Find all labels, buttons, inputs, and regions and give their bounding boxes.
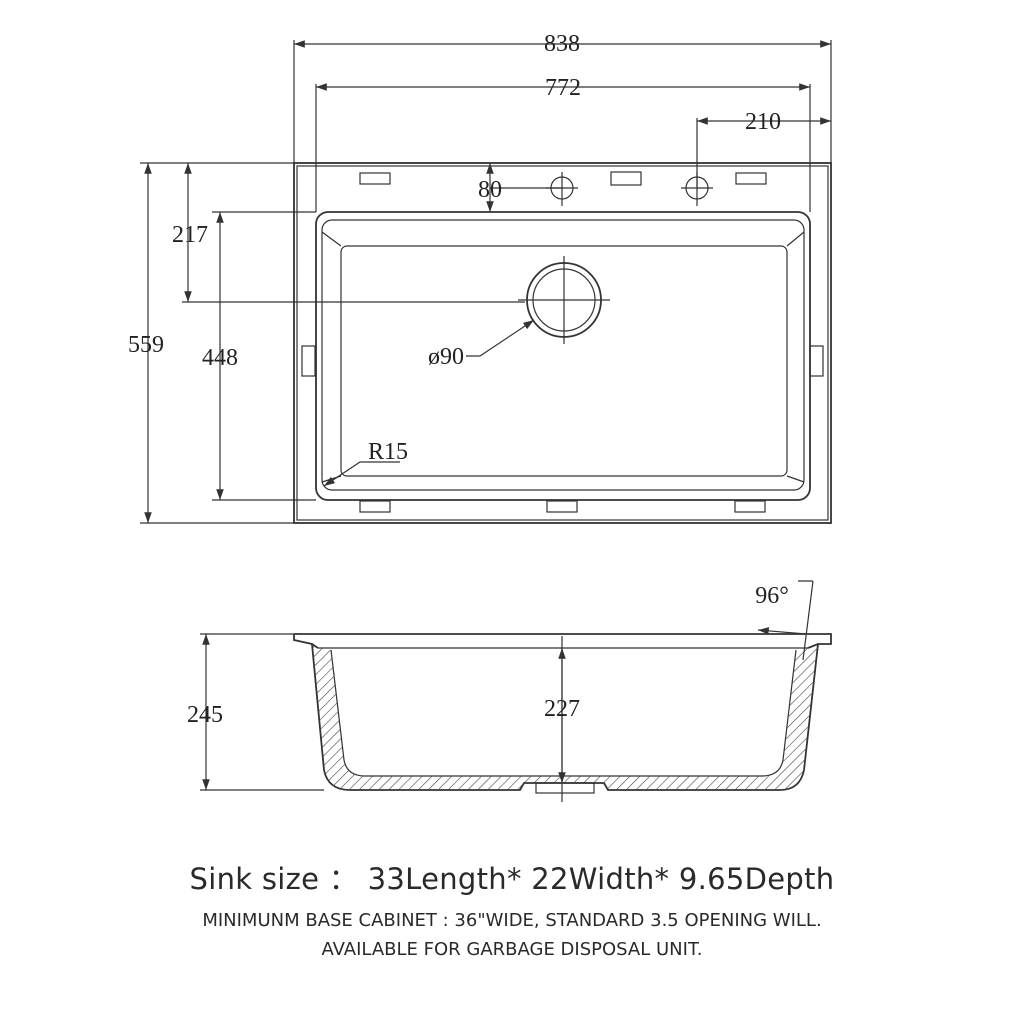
cabinet-note-line-1: MINIMUNM BASE CABINET : 36"WIDE, STANDAR… bbox=[202, 910, 822, 931]
drain-outlet bbox=[535, 782, 595, 794]
drain-hole bbox=[518, 256, 610, 344]
slot-center bbox=[610, 171, 642, 186]
dim-245: 245 bbox=[187, 702, 223, 728]
slot-bottom-right bbox=[734, 500, 766, 513]
sink-rim-inner bbox=[296, 165, 829, 521]
dim-448: 448 bbox=[202, 345, 238, 371]
radius-leader bbox=[323, 461, 400, 487]
clip-right bbox=[809, 345, 824, 377]
top-view: 838 772 210 80 217 559 448 ø90 R15 bbox=[128, 31, 832, 524]
drain-leader bbox=[466, 319, 535, 357]
dim-772: 772 bbox=[545, 75, 581, 101]
angle-leader bbox=[798, 580, 814, 661]
tap-hole-left bbox=[546, 172, 578, 206]
dim-80: 80 bbox=[478, 177, 502, 203]
sink-outline bbox=[293, 162, 832, 524]
dim-559: 559 bbox=[128, 332, 164, 358]
slot-left bbox=[359, 172, 391, 185]
dim-drain-diameter: ø90 bbox=[428, 344, 464, 370]
dim-838: 838 bbox=[544, 31, 580, 57]
angle-arrow bbox=[757, 627, 807, 635]
slot-bottom-left bbox=[359, 500, 391, 513]
bowl-inner bbox=[340, 245, 788, 477]
dim-wall-angle: 96° bbox=[755, 583, 789, 609]
clip-left bbox=[301, 345, 316, 377]
dim-227: 227 bbox=[544, 696, 580, 722]
side-view: 245 227 96° bbox=[187, 580, 832, 802]
dim-corner-radius: R15 bbox=[368, 439, 408, 465]
sink-size-text: Sink size ： 33Length* 22Width* 9.65Depth bbox=[189, 862, 835, 896]
slot-bottom-center bbox=[546, 500, 578, 513]
slot-right bbox=[735, 172, 767, 185]
cabinet-note-line-2: AVAILABLE FOR GARBAGE DISPOSAL UNIT. bbox=[321, 939, 703, 960]
dim-217: 217 bbox=[172, 222, 208, 248]
dim-210: 210 bbox=[745, 109, 781, 135]
